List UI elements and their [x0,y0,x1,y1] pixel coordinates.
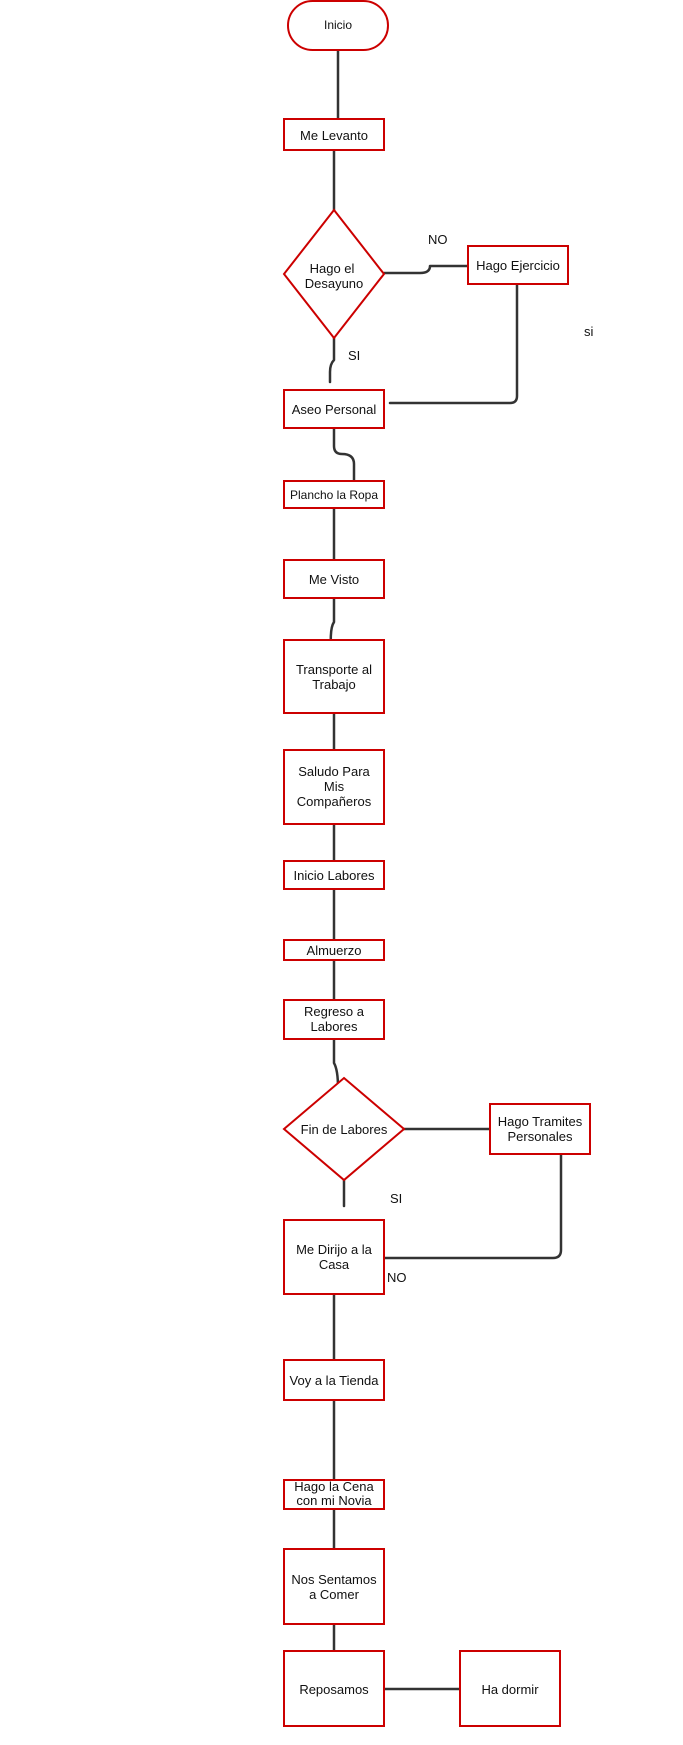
node-label: Almuerzo [307,943,362,958]
node-label-line-2: Personales [507,1129,573,1144]
process-box [283,1548,385,1625]
node-label-line-2: Casa [319,1257,350,1272]
edge-desayuno-ejercicio [382,264,470,275]
edges [328,48,563,1691]
node-regreso: Regreso a Labores [283,999,385,1040]
node-hago-ejercicio: Hago Ejercicio [467,245,569,285]
node-label: Me Visto [309,572,359,587]
node-fin-labores: Fin de Labores [282,1076,406,1182]
node-label: Inicio [324,18,352,32]
node-label: Hago Ejercicio [476,258,560,273]
node-saludo: Saludo Para Mis Compañeros [283,749,385,825]
edge-regreso-fin [332,1037,340,1090]
node-label: Me Levanto [300,128,368,143]
node-tramites: Hago Tramites Personales [489,1103,591,1155]
node-hago-desayuno: Hago el Desayuno [282,208,386,340]
edge-label-desayuno-si: SI [348,348,360,363]
node-reposamos: Reposamos [283,1650,385,1727]
process-box [283,389,385,429]
node-label-line-1: Transporte al [296,662,372,677]
node-label-line-1: Hago Tramites [498,1114,583,1129]
process-box [283,999,385,1040]
node-label-line-1: Saludo Para [298,764,370,779]
node-label: Ha dormir [481,1682,539,1697]
node-cena: Hago la Cena con mi Novia [283,1479,385,1510]
edge-ejercicio-aseo [388,282,519,405]
process-box [283,749,385,825]
node-label-line-2: Mis [324,779,345,794]
node-label: Plancho la Ropa [290,488,378,502]
node-label-line-2: con mi Novia [296,1493,372,1508]
process-box [283,1650,385,1727]
process-box [283,939,385,961]
terminator-shape [287,0,389,51]
node-inicio: Inicio [287,0,389,51]
node-label-line-2: Desayuno [305,276,364,291]
node-tienda: Voy a la Tienda [283,1359,385,1401]
node-sentamos: Nos Sentamos a Comer [283,1548,385,1625]
node-plancho-ropa: Plancho la Ropa [283,480,385,509]
node-me-visto: Me Visto [283,559,385,599]
process-box [283,1479,385,1510]
process-box [283,1219,385,1295]
decision-diamond [282,1076,406,1182]
edge-aseo-plancho [332,426,356,483]
node-label: Fin de Labores [301,1122,388,1137]
node-label-line-1: Hago el [310,261,355,276]
process-box [283,639,385,714]
edge-label-desayuno-no: NO [428,232,448,247]
edge-label-dirijo-no: NO [387,1270,407,1285]
process-box [283,860,385,890]
process-box [283,480,385,509]
node-inicio-labores: Inicio Labores [283,860,385,890]
node-label-line-1: Nos Sentamos [291,1572,377,1587]
node-label-line-2: Labores [311,1019,358,1034]
node-label-line-1: Regreso a [304,1004,365,1019]
process-box [489,1103,591,1155]
edge-label-ejercicio-si: si [584,324,594,339]
node-aseo-personal: Aseo Personal [283,389,385,429]
node-ha-dormir: Ha dormir [459,1650,561,1727]
node-label: Inicio Labores [294,868,375,883]
node-label-line-3: Compañeros [297,794,372,809]
edge-desayuno-aseo [328,336,336,384]
node-me-levanto: Me Levanto [283,118,385,151]
process-box [283,118,385,151]
node-label: Reposamos [299,1682,369,1697]
process-box [467,245,569,285]
node-label-line-1: Me Dirijo a la [296,1242,373,1257]
node-transporte: Transporte al Trabajo [283,639,385,714]
process-box [283,559,385,599]
node-label-line-2: a Comer [309,1587,360,1602]
process-box [459,1650,561,1727]
node-label-line-1: Hago la Cena [294,1479,374,1494]
edge-label-fin-si: SI [390,1191,402,1206]
node-almuerzo: Almuerzo [283,939,385,961]
node-label: Aseo Personal [292,402,377,417]
node-me-dirijo: Me Dirijo a la Casa [283,1219,385,1295]
edge-tramites-dirijo [383,1152,563,1260]
node-label: Voy a la Tienda [290,1373,380,1388]
node-label-line-2: Trabajo [312,677,356,692]
decision-diamond [282,208,386,340]
edge-visto-transporte [329,596,336,647]
process-box [283,1359,385,1401]
